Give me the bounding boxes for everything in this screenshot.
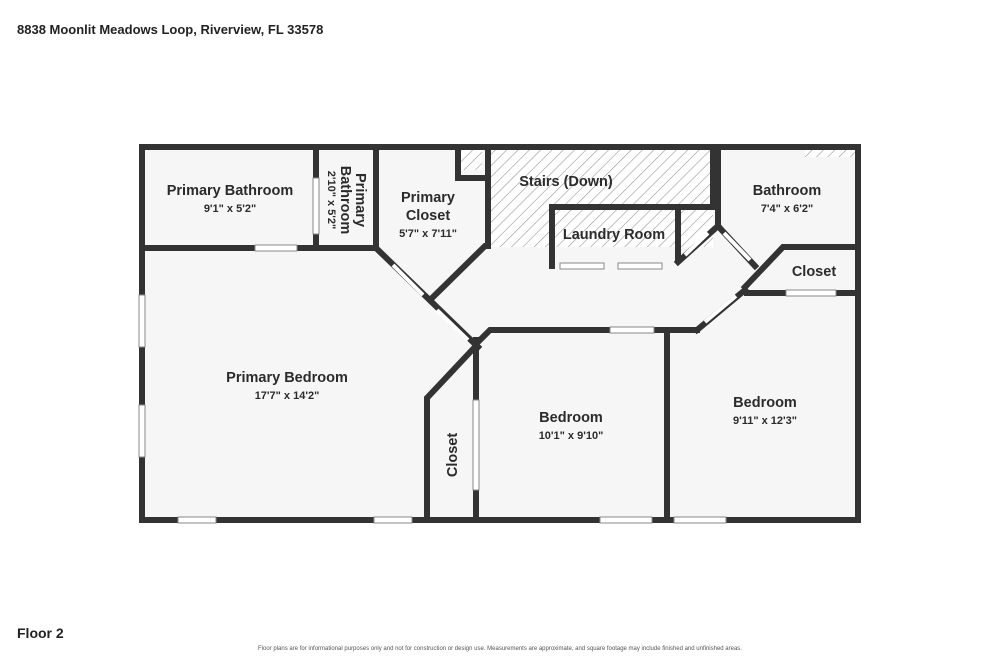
address-title: 8838 Moonlit Meadows Loop, Riverview, FL… [17,22,324,37]
room-dims-primary-bathroom-small: 2'10" x 5'2" [325,171,337,229]
room-name-primary-bedroom: Primary Bedroom [226,370,348,386]
room-dims-primary-closet: 5'7" x 7'11" [399,228,457,240]
walls [139,144,861,523]
room-name-primary-bathroom-small-line2: Bathroom [337,166,353,234]
room-dims-bathroom: 7'4" x 6'2" [761,203,813,215]
room-name-primary-bathroom-small-line1: Primary [352,173,368,227]
window [138,294,146,348]
room-dims-primary-bedroom: 17'7" x 14'2" [255,390,320,402]
room-name-closet-right: Closet [792,264,836,280]
diagonal-openings [391,231,752,342]
window [472,399,480,491]
window [673,516,727,524]
window [138,404,146,458]
window [254,244,298,252]
small-hatch-right [805,150,855,157]
window [609,326,655,334]
window [559,262,605,270]
room-dims-bedroom-right: 9'11" x 12'3" [733,415,797,427]
room-name-stairs: Stairs (Down) [519,174,613,190]
room-name-closet-small: Closet [445,433,461,477]
window [785,289,837,297]
room-dims-primary-bathroom: 9'1" x 5'2" [204,203,256,215]
room-name-bedroom-middle: Bedroom [539,410,603,426]
small-hatch-left [460,150,482,170]
window [177,516,217,524]
room-name-primary-bathroom: Primary Bathroom [167,183,294,199]
disclaimer: Floor plans are for informational purpos… [258,646,742,652]
window [599,516,653,524]
openings [138,177,837,524]
window [312,177,320,235]
floor-label: Floor 2 [17,625,64,641]
window [617,262,663,270]
room-name-laundry: Laundry Room [563,227,665,243]
room-dims-bedroom-middle: 10'1" x 9'10" [539,430,604,442]
window [373,516,413,524]
room-name-bedroom-right: Bedroom [733,395,797,411]
room-name-bathroom: Bathroom [753,183,821,199]
room-name-primary-closet-line2: Closet [406,208,450,224]
room-name-primary-closet-line1: Primary [401,190,455,206]
